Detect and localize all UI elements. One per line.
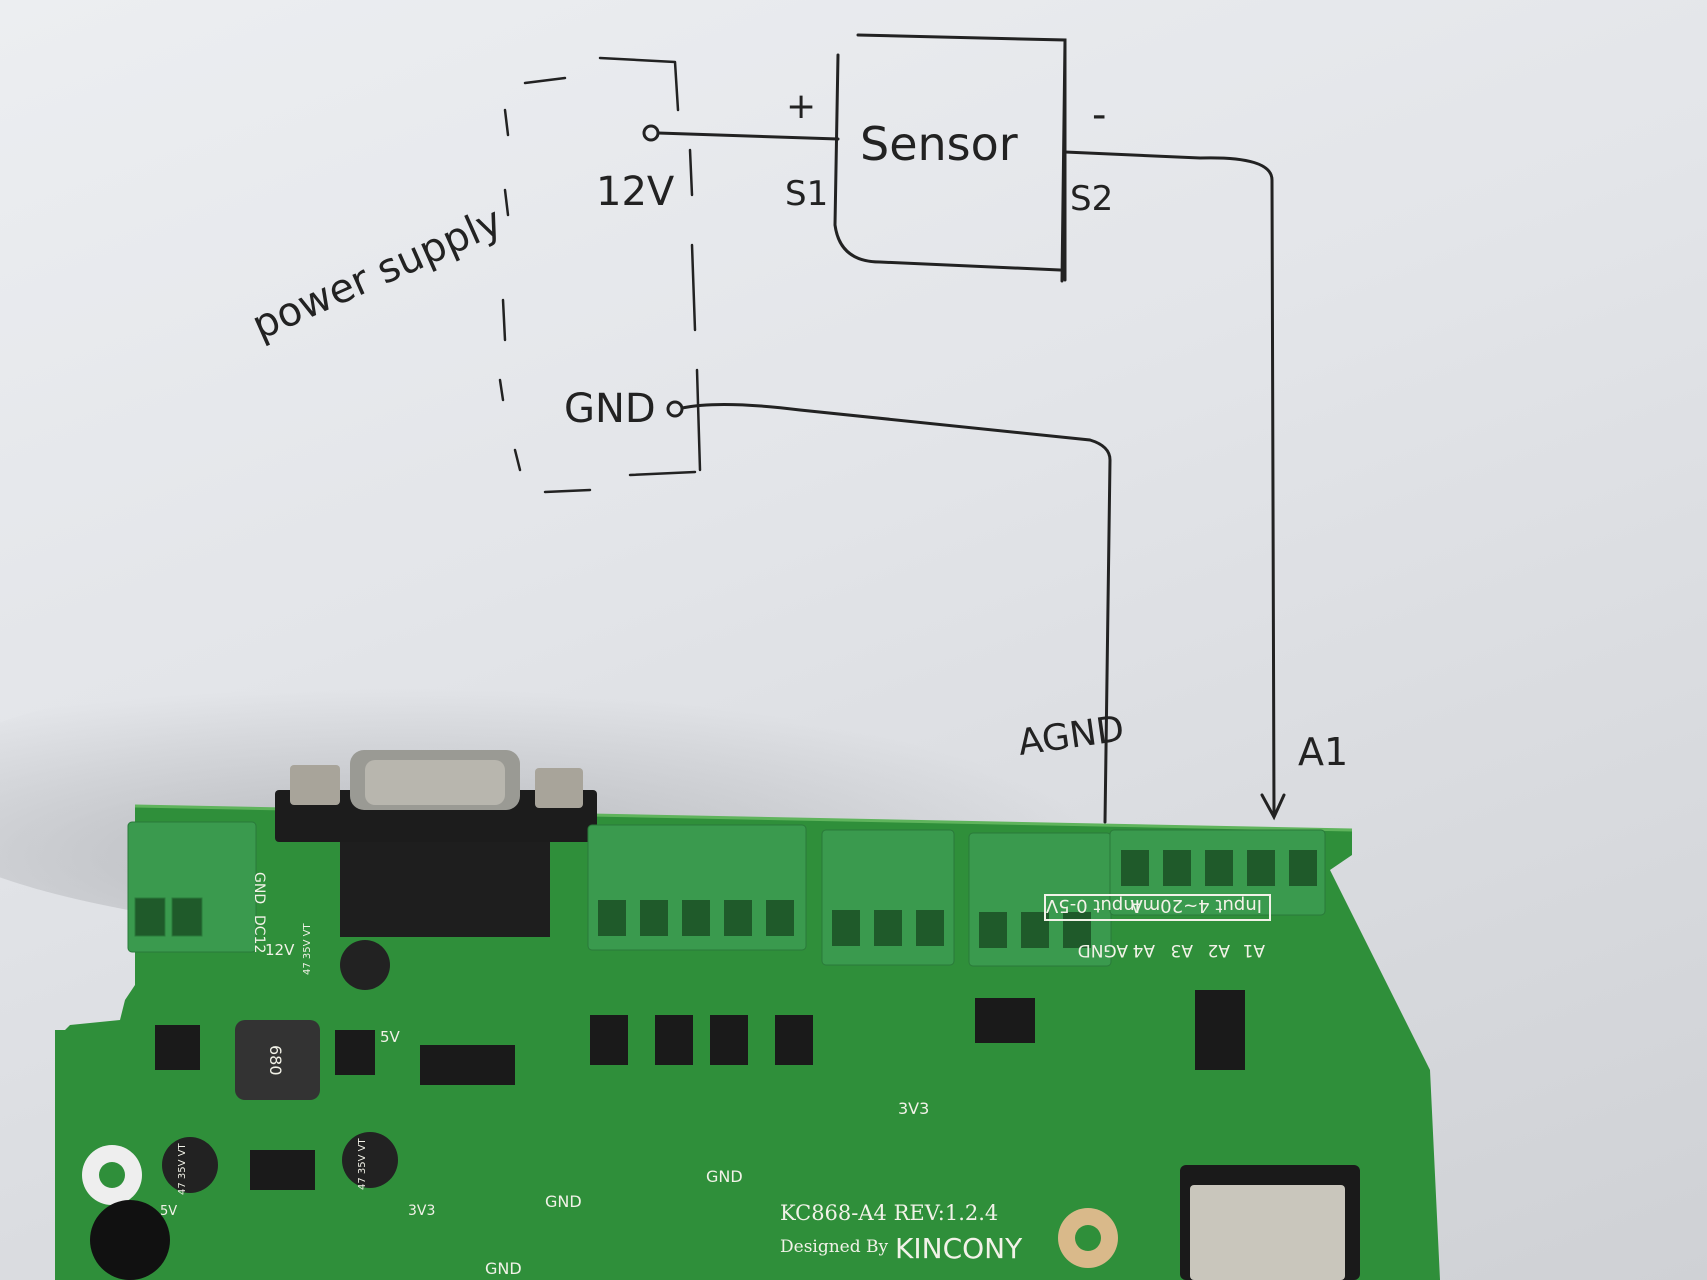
s1-label: S1 [785, 174, 828, 214]
silk-gnd: GND [706, 1167, 743, 1186]
label-agnd: AGND [1078, 940, 1128, 960]
cap-label: 47 35V VT [302, 923, 313, 975]
silk-3v3: 3V3 [898, 1099, 929, 1118]
label-a1: A1 [1243, 940, 1265, 960]
terminal-slot [766, 900, 794, 936]
silk-dc12: DC12 [251, 915, 267, 953]
terminal-slot [640, 900, 668, 936]
label-input-0-5v: Input 0-5V [1045, 895, 1140, 916]
designed-by: Designed By [780, 1237, 889, 1257]
components [82, 940, 1360, 1280]
silk-gnd: GND [485, 1259, 522, 1278]
sensor-box [833, 33, 1067, 283]
minus-label: - [1092, 92, 1106, 138]
db9-connector [275, 750, 597, 937]
label-input-4-20ma: Input 4~20mA [1130, 895, 1262, 916]
inductor-label: 680 [266, 1045, 285, 1076]
buzzer [90, 1200, 170, 1280]
analog-input-silk: A1 A2 A3 A4 AGND Input 4~20mA Input 0-5V [1044, 894, 1271, 960]
wire-s2-to-a1 [1063, 150, 1276, 817]
terminal-slot [1121, 850, 1149, 886]
sensor-label: Sensor [860, 117, 1018, 171]
terminal-slot [1289, 850, 1317, 886]
cap-label: 47 35V VT [357, 1138, 368, 1190]
silk-gnd: GND [545, 1192, 582, 1211]
cap-label: 47 35V VT [177, 1143, 188, 1195]
terminal-slot [598, 900, 626, 936]
terminal-gnd-circle [666, 400, 684, 418]
board-model: KC868-A4 REV:1.2.4 [780, 1201, 998, 1225]
brand-kincony: KINCONY [895, 1232, 1023, 1265]
silk-12v: 12V [265, 941, 295, 959]
12v-label: 12V [596, 169, 675, 215]
power-supply-dashed-box [498, 56, 702, 494]
terminal-slot [874, 910, 902, 946]
plus-label: + [786, 86, 816, 127]
wire-gnd-to-agnd [680, 402, 1112, 824]
label-a4: A4 [1133, 940, 1155, 960]
wire-12v-to-s1 [656, 131, 840, 141]
power-supply-label: power supply [245, 198, 509, 349]
silk-5v: 5V [160, 1204, 177, 1219]
terminal-block-power [127, 821, 257, 953]
gnd-label: GND [564, 386, 656, 432]
pcb-board: A1 A2 A3 A4 AGND Input 4~20mA Input 0-5V… [55, 750, 1440, 1280]
label-a3: A3 [1171, 940, 1193, 960]
terminal-slot [1063, 912, 1091, 948]
terminal-slots [598, 850, 1317, 948]
s2-label: S2 [1070, 179, 1113, 219]
terminal-slot [724, 900, 752, 936]
terminal-slot [1205, 850, 1233, 886]
a1-label: A1 [1298, 730, 1348, 774]
terminal-slot [916, 910, 944, 946]
terminal-slot [979, 912, 1007, 948]
hand-drawn-schematic [498, 33, 1286, 824]
arrow-head-icon [1260, 793, 1286, 821]
silk-gnd-power: GND [251, 872, 267, 904]
terminal-slot [832, 910, 860, 946]
terminal-slot [1247, 850, 1275, 886]
label-a2: A2 [1208, 940, 1230, 960]
esp32-module [1190, 1185, 1345, 1280]
silk-3v3: 3V3 [408, 1203, 435, 1219]
terminal-slot [682, 900, 710, 936]
agnd-label: AGND [1016, 708, 1127, 763]
terminal-slot [1163, 850, 1191, 886]
terminal-12v-circle [642, 124, 660, 142]
silk-5v: 5V [380, 1028, 401, 1046]
